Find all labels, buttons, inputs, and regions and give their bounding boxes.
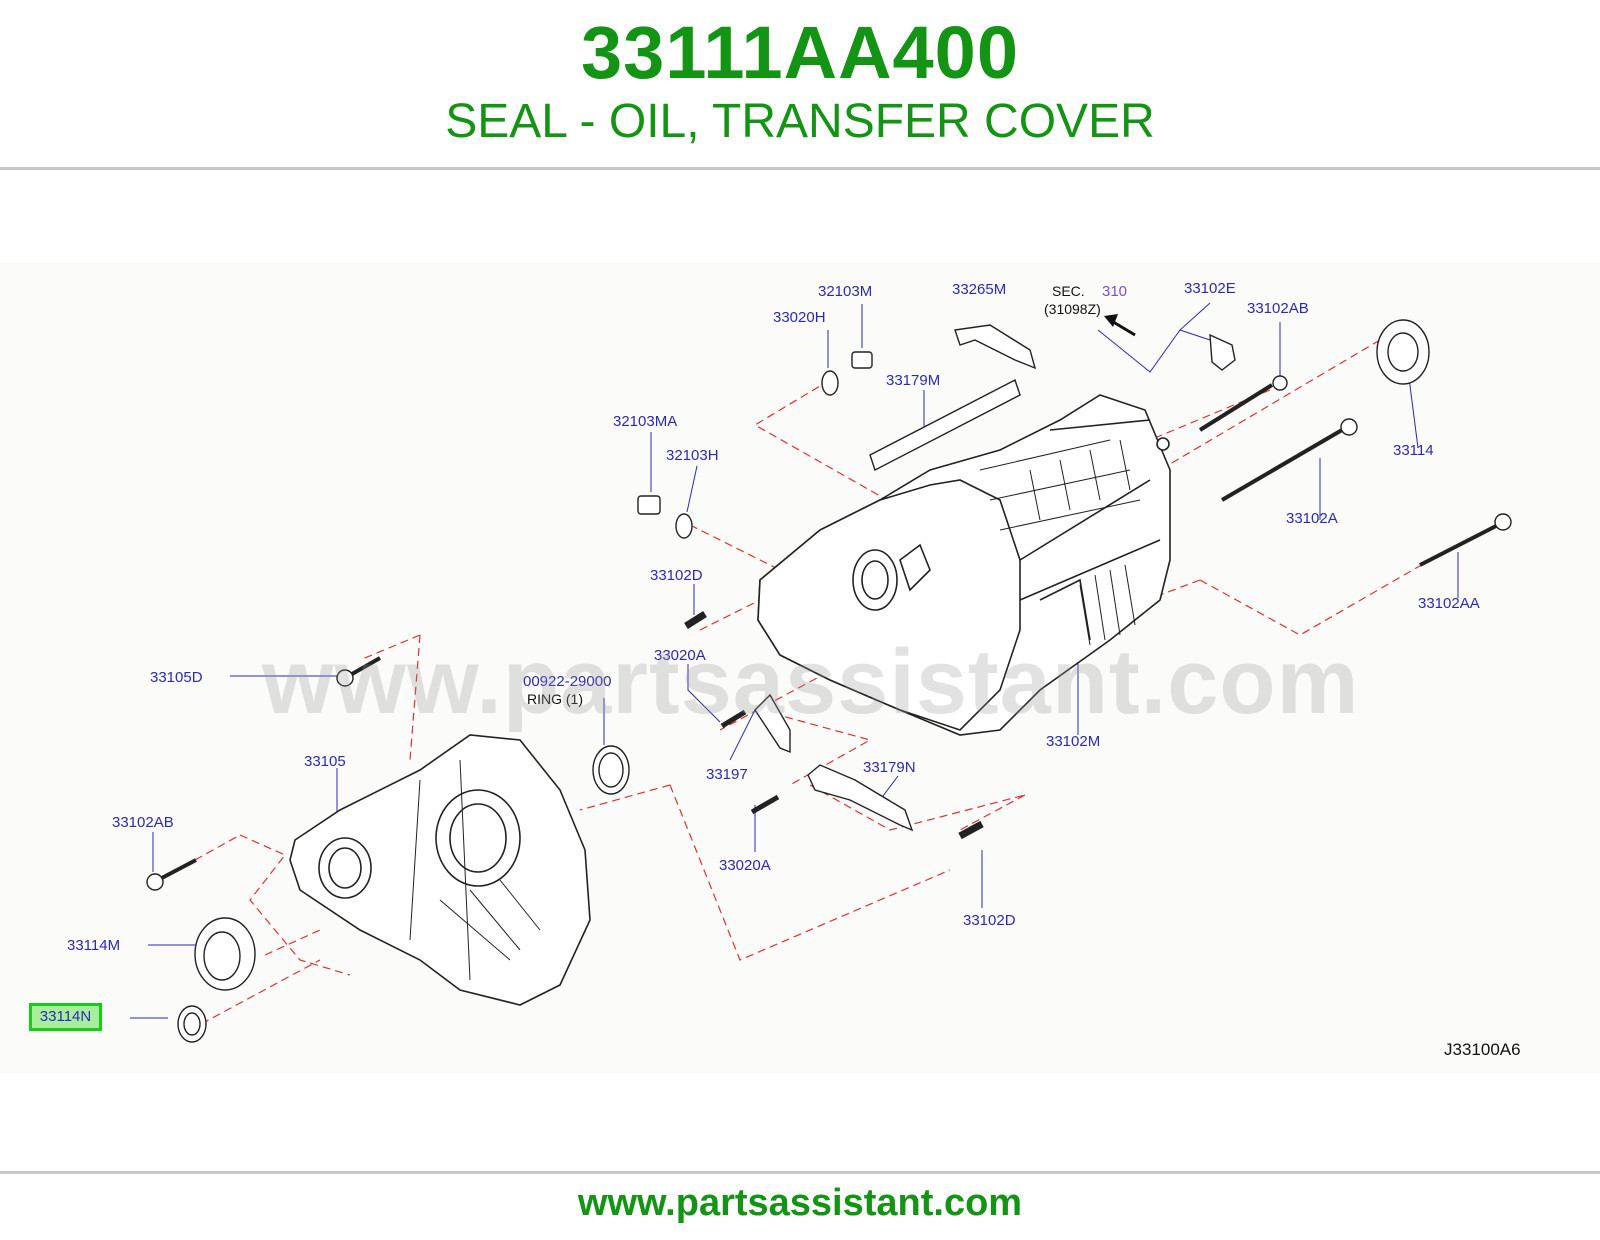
part-name-subtitle: SEAL - OIL, TRANSFER COVER [445, 95, 1155, 148]
footer-divider [0, 1171, 1600, 1174]
callout-33020h: 33020H [773, 309, 826, 326]
callout-33020a-low: 33020A [719, 857, 771, 874]
callout-33179n: 33179N [863, 759, 916, 776]
callout-33105d: 33105D [150, 669, 203, 686]
sensor-33102e [1209, 333, 1236, 371]
diagram-code: J33100A6 [1444, 1040, 1521, 1059]
dowel-33102d-low [958, 820, 984, 840]
callout-33265m: 33265M [952, 281, 1006, 298]
callout-33102aa: 33102AA [1418, 595, 1480, 612]
washer-33020h [821, 370, 839, 396]
bolt-33102ab-top [1198, 383, 1274, 432]
bolt-33020a-low [750, 794, 780, 815]
plug-32103m [851, 351, 873, 369]
section-number: 310 [1102, 283, 1127, 300]
callout-00922-29000: 00922-29000 [523, 673, 611, 690]
part-number-title: 33111AA400 [581, 11, 1019, 94]
callout-32103m: 32103M [818, 283, 872, 300]
callout-33179m: 33179M [886, 372, 940, 389]
bolt-33102a [1220, 428, 1344, 502]
bolt-33102aa [1419, 523, 1499, 567]
callout-33114m: 33114M [67, 937, 120, 954]
callout-32103ma: 32103MA [613, 413, 677, 430]
highlighted-part-box[interactable] [29, 1003, 102, 1031]
section-reference: (31098Z) [1044, 301, 1101, 317]
ring-note: RING (1) [527, 691, 583, 707]
watermark-text: www.partsassistant.com [262, 631, 1360, 733]
callout-32103h: 32103H [666, 447, 719, 464]
page-header: 33111AA400 SEAL - OIL, TRANSFER COVER [0, 0, 1600, 168]
callout-33102d-mid: 33102D [650, 567, 703, 584]
callout-33102m: 33102M [1046, 733, 1100, 750]
bolt-33020a-mid [720, 709, 747, 729]
callout-33197: 33197 [706, 766, 748, 783]
transfer-cover-33105 [289, 734, 591, 1006]
plate-33197 [754, 693, 791, 754]
dowel-33102d-mid [684, 611, 707, 629]
highlighted-part-label[interactable]: 33114N [39, 1008, 92, 1025]
header-divider [0, 167, 1600, 170]
callout-33102a: 33102A [1286, 510, 1338, 527]
bolt-33102ab-left [157, 858, 197, 882]
gasket-strip-33179m [869, 379, 1021, 471]
callout-33102ab-top: 33102AB [1247, 300, 1309, 317]
diagram-background [0, 263, 1600, 1073]
callout-33105: 33105 [304, 753, 346, 770]
footer-website-link[interactable]: www.partsassistant.com [577, 1182, 1023, 1224]
washer-32103h [675, 513, 693, 539]
small-parts [146, 319, 1512, 1043]
transmission-housing-33102m [757, 394, 1171, 736]
callout-33102ab-left: 33102AB [112, 814, 174, 831]
callout-labels: 32103M 33265M 33102E 33020H 33102AB 3317… [67, 280, 1480, 954]
section-arrow [1104, 314, 1136, 337]
callout-33020a-mid: 33020A [654, 647, 706, 664]
bracket-33179n [807, 764, 914, 832]
bracket-33265m [954, 324, 1037, 370]
callout-33114: 33114 [1393, 442, 1434, 459]
callout-33102e: 33102E [1184, 280, 1236, 297]
callout-33102d-low: 33102D [963, 912, 1016, 929]
section-label: SEC. [1052, 283, 1085, 299]
plug-32103ma [637, 495, 661, 515]
